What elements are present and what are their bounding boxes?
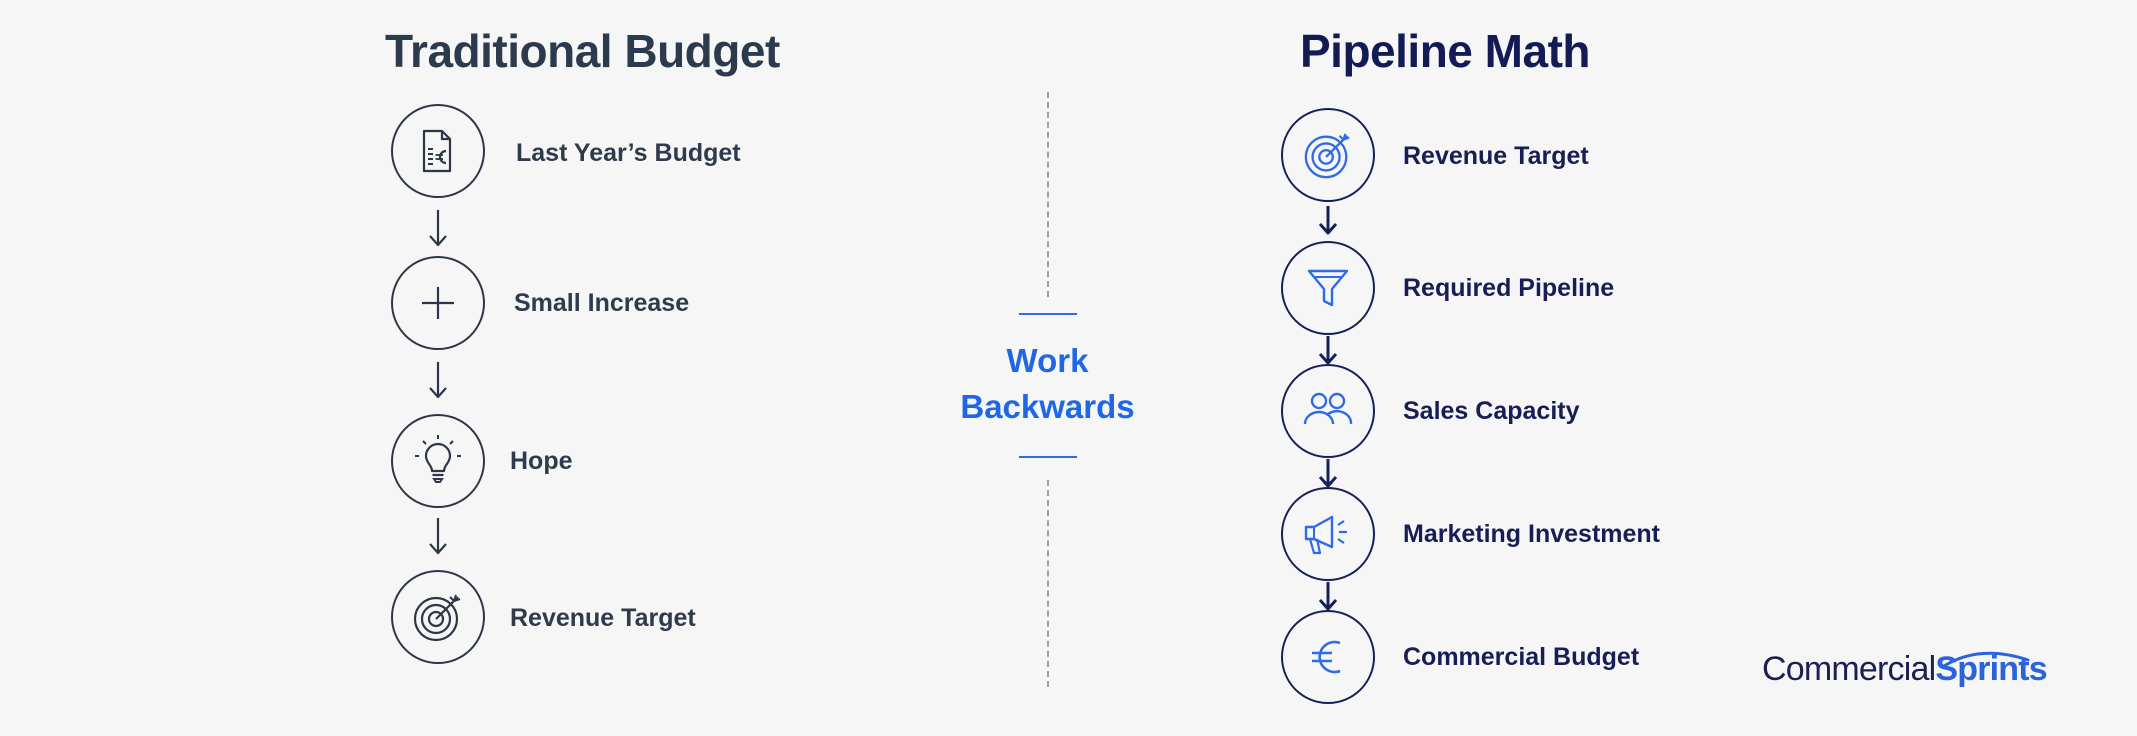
- arrow-down-icon: [1318, 582, 1338, 611]
- divider-bar-bottom: [1019, 456, 1077, 458]
- traditional-budget-title: Traditional Budget: [385, 25, 780, 77]
- marketing-investment-node: [1281, 487, 1375, 581]
- last-years-budget-node: [391, 104, 485, 198]
- sales-capacity-label: Sales Capacity: [1403, 397, 1580, 425]
- logo-text-sprints: Sprints: [1935, 650, 2047, 688]
- funnel-icon: [1307, 269, 1349, 307]
- commercial-budget-label: Commercial Budget: [1403, 643, 1640, 671]
- revenue-target-label: Revenue Target: [1403, 142, 1589, 170]
- arrow-down-icon: [1318, 459, 1338, 488]
- divider-bar-top: [1019, 313, 1077, 315]
- revenue-target-label: Revenue Target: [510, 604, 696, 632]
- pipeline-math-title: Pipeline Math: [1300, 25, 1590, 77]
- target-icon: [413, 594, 461, 642]
- lightbulb-icon: [415, 435, 461, 483]
- work-backwards-line2: Backwards: [960, 388, 1135, 425]
- revenue-target-node: [1281, 108, 1375, 202]
- hope-node: [391, 414, 485, 508]
- megaphone-icon: [1304, 515, 1347, 555]
- arrow-down-icon: [429, 362, 447, 399]
- target-icon: [1304, 133, 1350, 179]
- arrow-down-icon: [1318, 206, 1338, 235]
- logo-swoosh: [1942, 651, 2030, 668]
- last-years-budget-label: Last Year’s Budget: [516, 139, 741, 167]
- divider-line-top: [1047, 92, 1049, 297]
- euro-icon: [1312, 640, 1341, 674]
- commercial-sprints-logo: CommercialSprints: [1762, 650, 2048, 689]
- arrow-down-icon: [429, 210, 447, 247]
- required-pipeline-node: [1281, 241, 1375, 335]
- plus-icon: [422, 287, 454, 319]
- required-pipeline-label: Required Pipeline: [1403, 274, 1615, 302]
- arrow-down-icon: [1318, 336, 1338, 365]
- work-backwards-line1: Work: [1006, 342, 1089, 379]
- work-backwards-label: Work Backwards: [940, 338, 1155, 430]
- commercial-budget-node: [1281, 610, 1375, 704]
- marketing-investment-label: Marketing Investment: [1403, 520, 1661, 548]
- document-euro-icon: [422, 129, 452, 173]
- people-icon: [1303, 392, 1353, 425]
- sales-capacity-node: [1281, 364, 1375, 458]
- arrow-down-icon: [429, 518, 447, 555]
- hope-label: Hope: [510, 447, 573, 475]
- revenue-target-node: [391, 570, 485, 664]
- logo-text-commercial: Commercial: [1762, 650, 1936, 688]
- small-increase-label: Small Increase: [514, 289, 690, 317]
- divider-line-bottom: [1047, 480, 1049, 687]
- small-increase-node: [391, 256, 485, 350]
